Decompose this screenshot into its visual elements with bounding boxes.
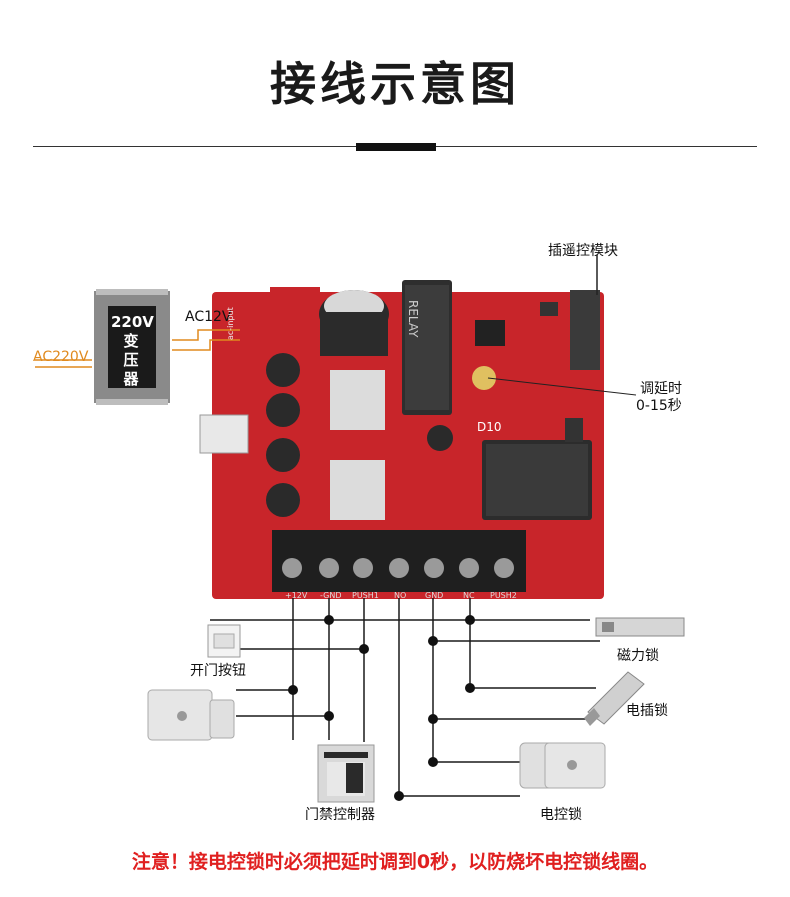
magnetic-lock-label: 磁力锁: [617, 648, 659, 664]
electric-lock-label: 电控锁: [540, 807, 582, 823]
terminal-label: GND: [425, 591, 444, 600]
electric-bolt-device: [584, 671, 645, 726]
terminal-label: PUSH2: [490, 591, 517, 600]
control-board: [212, 292, 604, 599]
transformer-label-line4: 器: [123, 370, 139, 388]
remote-module-label: 插遥控模块: [548, 243, 618, 259]
terminal-label: +12V: [285, 591, 308, 600]
delay-label-line1: 调延时: [640, 381, 682, 397]
ac-wires: [35, 329, 240, 368]
warning-notice: 注意！接电控锁时必须把延时调到0秒，以防烧坏电控锁线圈。: [131, 851, 659, 873]
keypad-device: [317, 744, 375, 803]
board-d10-label: D10: [477, 420, 502, 434]
wire-junctions: [288, 615, 475, 801]
transformer-label: 220V 变 压 器: [111, 313, 154, 389]
board-ac-input-label: ac-input: [226, 307, 235, 340]
electric-bolt-label: 电插锁: [626, 703, 668, 719]
terminal-label: NC: [463, 591, 475, 600]
terminal-label: NO: [394, 591, 407, 600]
ac12v-label: AC12V: [185, 309, 232, 325]
access-controller-label: 门禁控制器: [305, 807, 375, 823]
transformer-label-line1: 220V: [111, 313, 154, 331]
board-components: [199, 280, 600, 520]
terminal-screws: [282, 558, 514, 578]
exit-button-label: 开门按钮: [190, 663, 246, 679]
lock-device-right: [519, 742, 606, 789]
lock-device-left: [147, 689, 235, 741]
page-title: 接线示意图: [270, 57, 520, 111]
title-divider-accent: [356, 143, 436, 151]
exit-button-device: [207, 624, 241, 658]
ac220v-label: AC220V: [33, 349, 89, 365]
transformer-label-line3: 压: [123, 351, 139, 369]
terminal-label: PUSH1: [352, 591, 379, 600]
transformer-label-line2: 变: [123, 332, 139, 350]
delay-label-line2: 0-15秒: [636, 398, 682, 414]
magnetic-lock-device: [595, 617, 685, 637]
board-relay-label: RELAY: [406, 300, 420, 338]
terminal-label: -GND: [320, 591, 342, 600]
